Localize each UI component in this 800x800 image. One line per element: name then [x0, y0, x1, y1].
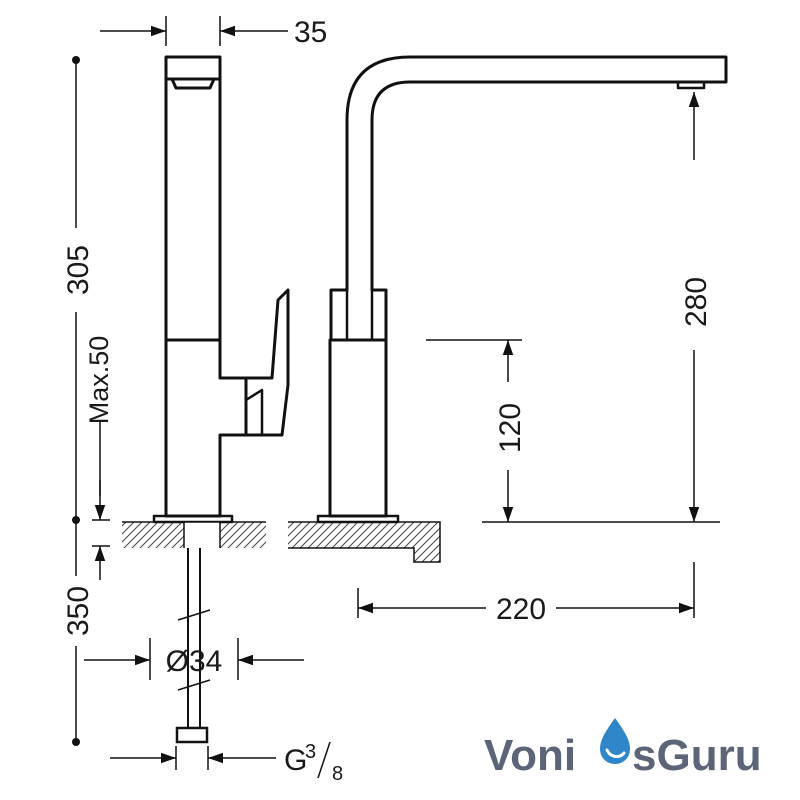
dim-hose-length: 350 [62, 586, 95, 636]
lower-body [164, 338, 248, 518]
hose-fitting [175, 726, 209, 744]
dimension-end-dots [72, 56, 80, 746]
brand-logo: Voni sGuru [484, 718, 762, 780]
spout-outlet [676, 80, 706, 90]
dim-top-width: 35 [294, 16, 327, 49]
supply-hose [175, 548, 211, 744]
dim-hole-diameter: Ø34 [166, 645, 223, 678]
faucet-side-view [152, 55, 290, 524]
counter-slab-right [288, 521, 441, 563]
thread-denominator: 8 [332, 763, 343, 785]
dim-total-height: 305 [62, 245, 95, 295]
upper-column [164, 79, 222, 340]
water-drop-icon [600, 718, 630, 764]
spout-outline [329, 55, 728, 340]
base-plate-right [316, 514, 400, 524]
front-lower-body [328, 338, 388, 518]
thread-fraction-slash [317, 741, 331, 779]
base-plate-left [152, 514, 234, 524]
dim-thread-size: G 3 8 [284, 741, 343, 785]
counter-slab-left [122, 521, 266, 548]
lever-bevel [245, 388, 264, 435]
dim-height-120: 120 [494, 403, 527, 453]
dim-max-thickness: Max.50 [84, 336, 114, 425]
brand-text-part1: Voni [484, 731, 576, 780]
thread-numerator: 3 [305, 741, 316, 763]
lever-handle [220, 288, 290, 437]
dimension-lines [75, 16, 720, 770]
dim-reach: 220 [496, 593, 546, 626]
top-cap [164, 55, 222, 81]
aerator-notch [170, 78, 216, 90]
dim-spout-height: 280 [680, 277, 713, 327]
thread-prefix: G [284, 744, 307, 777]
brand-text-part2: sGuru [632, 731, 762, 780]
column-inner [345, 290, 374, 340]
faucet-front-view [316, 55, 728, 524]
